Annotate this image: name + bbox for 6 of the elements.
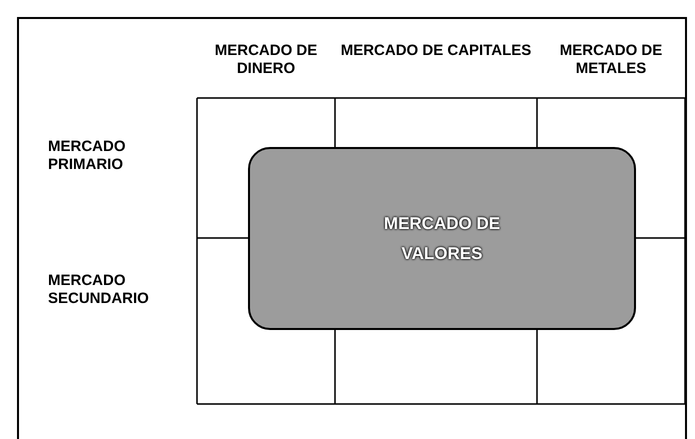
row-header: MERCADO PRIMARIO <box>48 138 126 174</box>
row-header: MERCADO SECUNDARIO <box>48 272 150 308</box>
column-header: MERCADO DE DINERO <box>214 42 318 78</box>
column-header: MERCADO DE METALES <box>558 42 664 78</box>
column-header: MERCADO DE CAPITALES <box>340 42 532 60</box>
rounded-region: MERCADO DE VALORES <box>248 147 636 330</box>
